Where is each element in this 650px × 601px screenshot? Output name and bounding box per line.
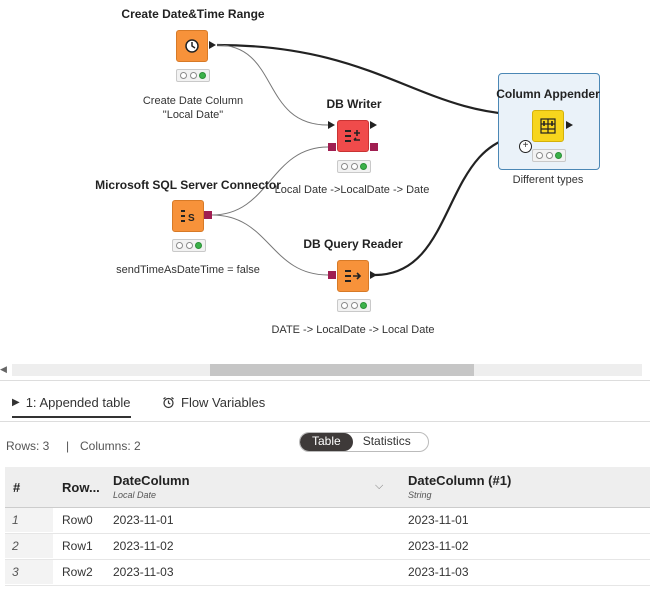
scroll-thumb[interactable] (210, 364, 474, 376)
node-column-appender[interactable] (532, 110, 564, 142)
db-input-port[interactable] (328, 271, 336, 279)
header-datecolumn[interactable]: DateColumn (113, 473, 190, 488)
connection-connector-dbwriter (211, 146, 329, 216)
node-db-writer[interactable] (337, 120, 369, 152)
horizontal-scrollbar[interactable]: ◀ (0, 362, 650, 379)
header-datecolumn-1-type: String (408, 490, 432, 500)
node-output-panel: ▶ 1: Appended table Flow Variables Rows:… (0, 380, 650, 601)
data-table: # Row... DateColumn Local Date ⌵ DateCol… (5, 467, 650, 586)
date-cell: 2023-11-03 (113, 565, 174, 579)
table-row[interactable]: 2 Row1 2023-11-02 2023-11-02 (5, 534, 650, 560)
tab-label: 1: Appended table (25, 395, 131, 410)
toggle-table[interactable]: Table (300, 433, 353, 451)
node-db-query-reader[interactable] (337, 260, 369, 292)
connection-daterange-dbwriter (216, 44, 329, 126)
alarm-clock-icon (163, 397, 174, 409)
add-port-icon[interactable]: + (519, 140, 532, 153)
node-note-column-appender[interactable]: Different types (512, 174, 584, 186)
node-sql-connector[interactable]: S (172, 200, 204, 232)
row-count: Rows: 3 (6, 439, 50, 453)
output-port[interactable] (209, 41, 216, 49)
row-id-cell: Row0 (62, 513, 93, 527)
workflow-canvas[interactable]: Create Date&Time Range Create Date Colum… (0, 0, 650, 362)
status-traffic-light (337, 299, 371, 312)
node-note-db-query-reader[interactable]: DATE -> LocalDate -> Local Date (271, 324, 435, 336)
string-cell: 2023-11-03 (408, 565, 469, 579)
connection-daterange-appender (216, 43, 531, 117)
tab-appended-table[interactable]: ▶ 1: Appended table (12, 395, 131, 418)
output-port[interactable] (566, 121, 573, 129)
node-title-sql-connector[interactable]: Microsoft SQL Server Connector (95, 178, 281, 192)
view-toggle[interactable]: Table Statistics (299, 432, 429, 452)
status-traffic-light (172, 239, 206, 252)
tab-label: Flow Variables (181, 395, 266, 410)
date-cell: 2023-11-01 (113, 513, 174, 527)
column-append-icon (540, 118, 556, 134)
string-cell: 2023-11-02 (408, 539, 469, 553)
node-title-column-appender[interactable]: Column Appender (496, 87, 600, 101)
status-traffic-light (337, 160, 371, 173)
db-output-port[interactable] (204, 211, 212, 219)
table-row[interactable]: 3 Row2 2023-11-03 2023-11-03 (5, 560, 650, 586)
toggle-statistics[interactable]: Statistics (362, 434, 411, 448)
db-input-port[interactable] (328, 143, 336, 151)
row-index: 1 (5, 508, 53, 532)
db-output-port[interactable] (370, 143, 378, 151)
string-cell: 2023-11-01 (408, 513, 469, 527)
input-port[interactable] (328, 121, 335, 129)
status-traffic-light (176, 69, 210, 82)
node-date-range[interactable] (176, 30, 208, 62)
svg-text:S: S (188, 213, 195, 224)
summary-separator: | (66, 439, 70, 453)
date-cell: 2023-11-02 (113, 539, 174, 553)
scroll-left-arrow-icon[interactable]: ◀ (0, 364, 7, 374)
output-port[interactable] (370, 121, 377, 129)
table-header: # Row... DateColumn Local Date ⌵ DateCol… (5, 467, 650, 508)
tab-flow-variables[interactable]: Flow Variables (162, 395, 265, 410)
status-traffic-light (532, 149, 566, 162)
node-title-db-writer[interactable]: DB Writer (326, 97, 382, 111)
connection-connector-queryreader (211, 214, 329, 276)
header-rowid[interactable]: Row... (62, 480, 100, 495)
clock-icon (185, 39, 199, 53)
output-port[interactable] (370, 271, 377, 279)
node-title-date-range[interactable]: Create Date&Time Range (121, 7, 265, 21)
row-id-cell: Row1 (62, 539, 93, 553)
header-index: # (13, 480, 21, 495)
play-icon: ▶ (12, 397, 20, 408)
table-row[interactable]: 1 Row0 2023-11-01 2023-11-01 (5, 508, 650, 534)
row-id-cell: Row2 (62, 565, 93, 579)
node-note-sql-connector[interactable]: sendTimeAsDateTime = false (116, 264, 260, 276)
node-note-db-writer[interactable]: Local Date ->LocalDate -> Date (274, 184, 430, 196)
header-datecolumn-1[interactable]: DateColumn (#1) (408, 473, 512, 488)
node-title-db-query-reader[interactable]: DB Query Reader (303, 237, 403, 251)
sql-server-icon: S (181, 210, 195, 224)
header-datecolumn-type: Local Date (113, 490, 157, 500)
node-note-date-range[interactable]: Create Date Column "Local Date" (142, 95, 244, 121)
row-index: 3 (5, 560, 53, 584)
row-index: 2 (5, 534, 53, 558)
db-read-icon (345, 270, 362, 282)
chevron-down-icon[interactable]: ⌵ (375, 480, 384, 492)
column-count: Columns: 2 (80, 439, 141, 453)
db-write-icon (345, 130, 360, 142)
